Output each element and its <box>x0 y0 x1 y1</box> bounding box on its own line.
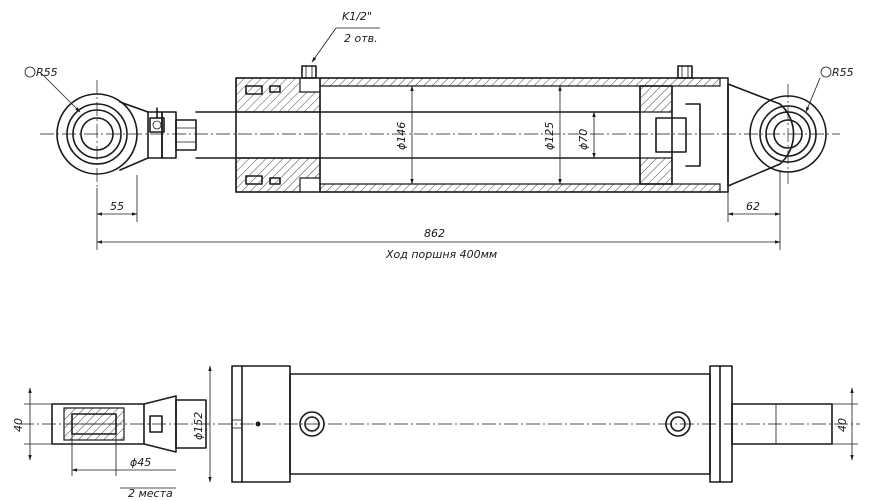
eye-offset-left-label: 55 <box>110 200 124 213</box>
rod-nut <box>161 111 197 159</box>
eye-radius-right-label: R55 <box>832 66 854 79</box>
cylinder-tube <box>319 77 721 193</box>
pin-bore-count-label: 2 места <box>128 487 173 500</box>
eye-radius-left-label: R55 <box>36 66 58 79</box>
grease-fitting-left <box>149 107 165 133</box>
eye-width-right-label: 40 <box>836 418 849 432</box>
rod-diameter-label: ϕ70 <box>577 129 590 150</box>
oil-port-right <box>677 65 693 79</box>
radius-leaders <box>24 66 832 113</box>
dim-eye-offset-left <box>96 175 138 250</box>
bore-dimensions <box>410 85 596 185</box>
flange-diameter-label: ϕ152 <box>192 412 205 440</box>
eye-offset-right-label: 62 <box>746 200 760 213</box>
rear-cap <box>719 77 795 193</box>
bore-inner-label: ϕ125 <box>543 122 556 150</box>
bottom-dimensions <box>24 365 858 489</box>
left-rod-eye <box>56 80 163 188</box>
oil-port-left <box>301 65 317 79</box>
bore-outer-label: ϕ146 <box>395 122 408 150</box>
front-gland <box>235 77 321 193</box>
rear-pin <box>731 403 833 445</box>
port-leader <box>311 27 380 63</box>
left-eye-side <box>51 395 207 453</box>
eye-width-left-label: 40 <box>12 418 25 432</box>
section-view: K1/2" 2 отв. R55 R55 55 62 862 Ход поршн… <box>24 10 854 261</box>
port-count-label: 2 отв. <box>344 32 378 45</box>
piston <box>639 85 701 185</box>
right-rod-eye <box>749 84 827 184</box>
overall-length-label: 862 <box>424 227 445 240</box>
pin-bore-label: ϕ45 <box>130 456 151 469</box>
stroke-note-label: Ход поршня 400мм <box>385 248 497 261</box>
exterior-view: 40 40 ϕ152 ϕ45 2 места <box>12 365 860 500</box>
piston-rod <box>195 111 641 159</box>
dim-eye-offset-right <box>727 170 781 250</box>
port-thread-label: K1/2" <box>342 10 372 23</box>
